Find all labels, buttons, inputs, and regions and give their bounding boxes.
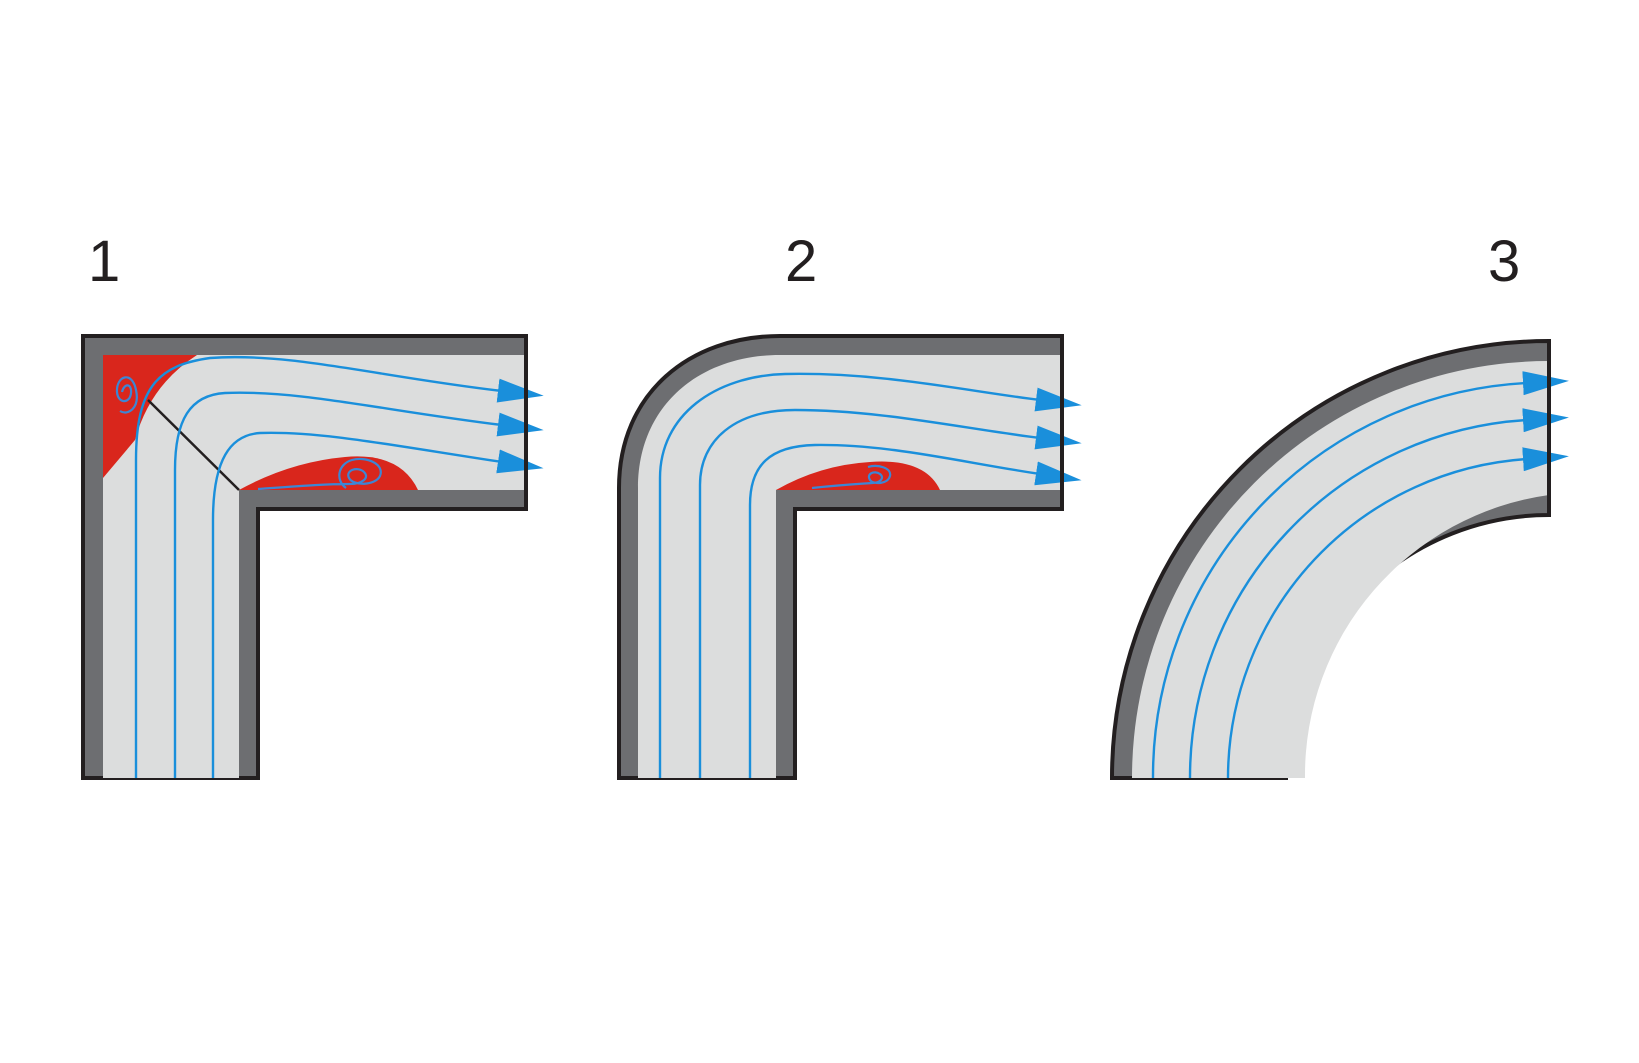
panel-2-streamline — [698, 408, 1082, 778]
panel-2-streamline — [658, 372, 1082, 778]
panel-3-pipe-interior — [1132, 361, 1549, 778]
panel-3-smooth-bend: 3 — [1109, 229, 1569, 780]
panel-1-sharp-elbow: 1 — [81, 229, 544, 780]
vortex-spiral-icon — [811, 464, 892, 490]
panel-2-inner-separation-zone — [776, 461, 940, 490]
panel-1-streamline — [211, 431, 544, 778]
panel-1-separation-line — [147, 399, 240, 491]
panel-2-label: 2 — [785, 229, 817, 294]
panel-3-streamline — [1226, 447, 1569, 779]
vortex-spiral-icon — [115, 376, 138, 414]
panel-1-streamline — [134, 355, 544, 778]
panel-3-label: 3 — [1488, 229, 1520, 294]
vortex-spiral-icon — [257, 457, 382, 491]
panel-2-pipe-interior — [638, 355, 1062, 778]
panel-1-label: 1 — [88, 229, 120, 294]
panel-3-streamline — [1151, 371, 1569, 779]
panel-2-rounded-elbow: 2 — [617, 229, 1082, 780]
panel-2-streamline — [748, 443, 1082, 778]
panel-1-streamline — [173, 391, 544, 778]
panel-3-streamline — [1188, 408, 1569, 779]
